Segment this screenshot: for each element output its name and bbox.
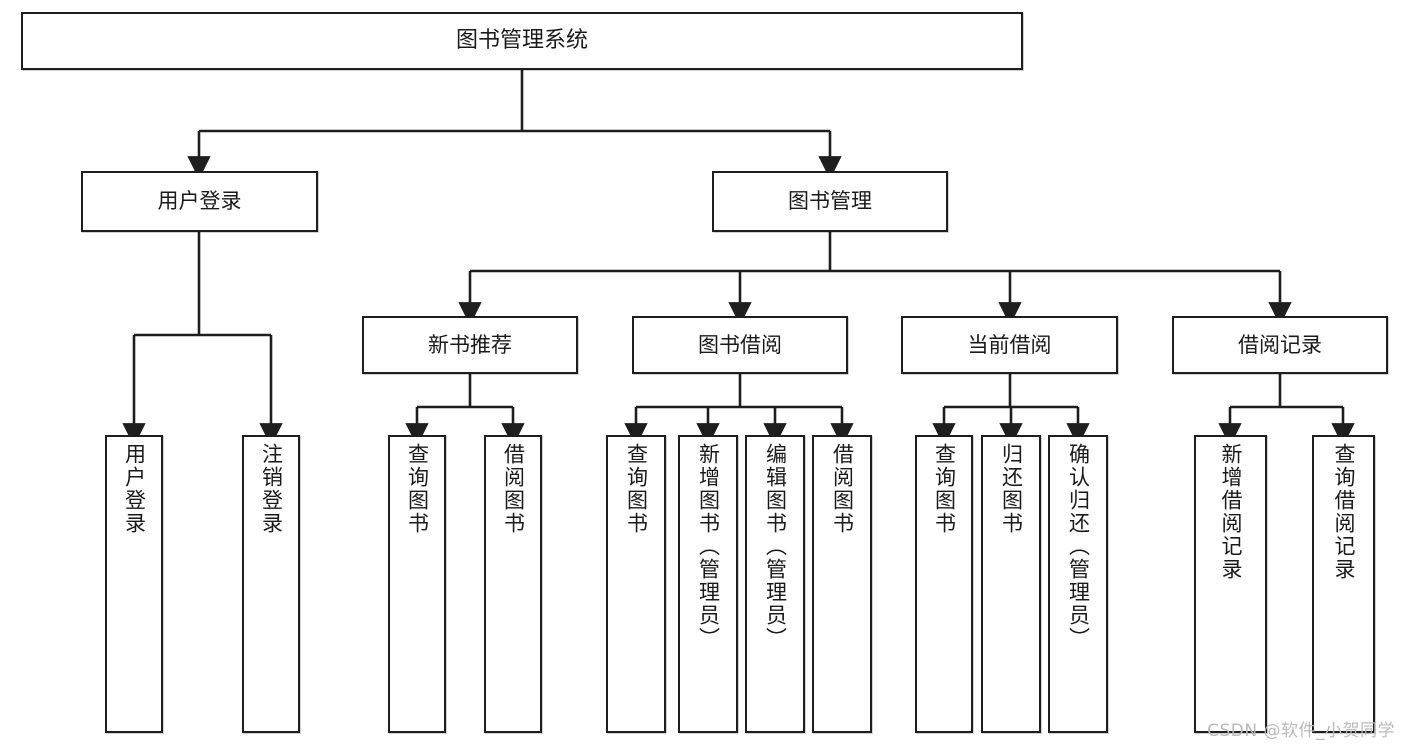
leaf-add-book-admin[interactable]: 新增图书（管理员） [678, 435, 738, 733]
node-book-borrow[interactable]: 图书借阅 [632, 316, 848, 374]
node-label: 查询图书 [624, 443, 649, 535]
node-label: 图书管理 [788, 189, 872, 214]
node-label: 新书推荐 [428, 332, 512, 357]
node-label: 查询借阅记录 [1332, 443, 1356, 581]
node-label: 查询图书 [405, 443, 430, 535]
node-root-book-management-system[interactable]: 图书管理系统 [21, 12, 1023, 70]
node-label: 用户登录 [122, 443, 147, 535]
node-label: 图书借阅 [698, 332, 782, 357]
leaf-user-login[interactable]: 用户登录 [105, 435, 163, 733]
node-new-book-recommend[interactable]: 新书推荐 [362, 316, 578, 374]
leaf-query-book-current[interactable]: 查询图书 [915, 435, 973, 733]
node-label: 新增借阅记录 [1219, 443, 1243, 581]
leaf-query-borrow-record[interactable]: 查询借阅记录 [1312, 435, 1375, 733]
leaf-borrow-book[interactable]: 借阅图书 [812, 435, 872, 733]
leaf-logout[interactable]: 注销登录 [242, 435, 300, 733]
node-borrow-record[interactable]: 借阅记录 [1172, 316, 1388, 374]
node-user-login[interactable]: 用户登录 [81, 171, 318, 232]
node-label: 确认归还（管理员） [1066, 443, 1091, 650]
leaf-edit-book-admin[interactable]: 编辑图书（管理员） [745, 435, 805, 733]
node-label: 图书管理系统 [455, 28, 588, 54]
node-label: 查询图书 [932, 443, 957, 535]
leaf-borrow-book-recommend[interactable]: 借阅图书 [484, 435, 542, 733]
leaf-add-borrow-record[interactable]: 新增借阅记录 [1194, 435, 1267, 733]
node-current-borrow[interactable]: 当前借阅 [901, 316, 1118, 374]
leaf-query-book-borrow[interactable]: 查询图书 [606, 435, 666, 733]
node-label: 新增图书（管理员） [696, 443, 721, 650]
node-label: 借阅记录 [1238, 332, 1322, 357]
watermark: CSDN @软件_小贺同学 [1207, 721, 1395, 741]
leaf-query-book-recommend[interactable]: 查询图书 [388, 435, 446, 733]
node-label: 编辑图书（管理员） [763, 443, 788, 650]
node-label: 借阅图书 [501, 443, 526, 535]
node-label: 注销登录 [259, 443, 284, 535]
leaf-return-book[interactable]: 归还图书 [981, 435, 1041, 733]
node-label: 用户登录 [157, 189, 242, 214]
node-label: 归还图书 [999, 443, 1024, 535]
node-label: 当前借阅 [967, 332, 1052, 357]
node-label: 借阅图书 [830, 443, 855, 535]
leaf-confirm-return-admin[interactable]: 确认归还（管理员） [1048, 435, 1108, 733]
node-book-management[interactable]: 图书管理 [712, 171, 948, 232]
